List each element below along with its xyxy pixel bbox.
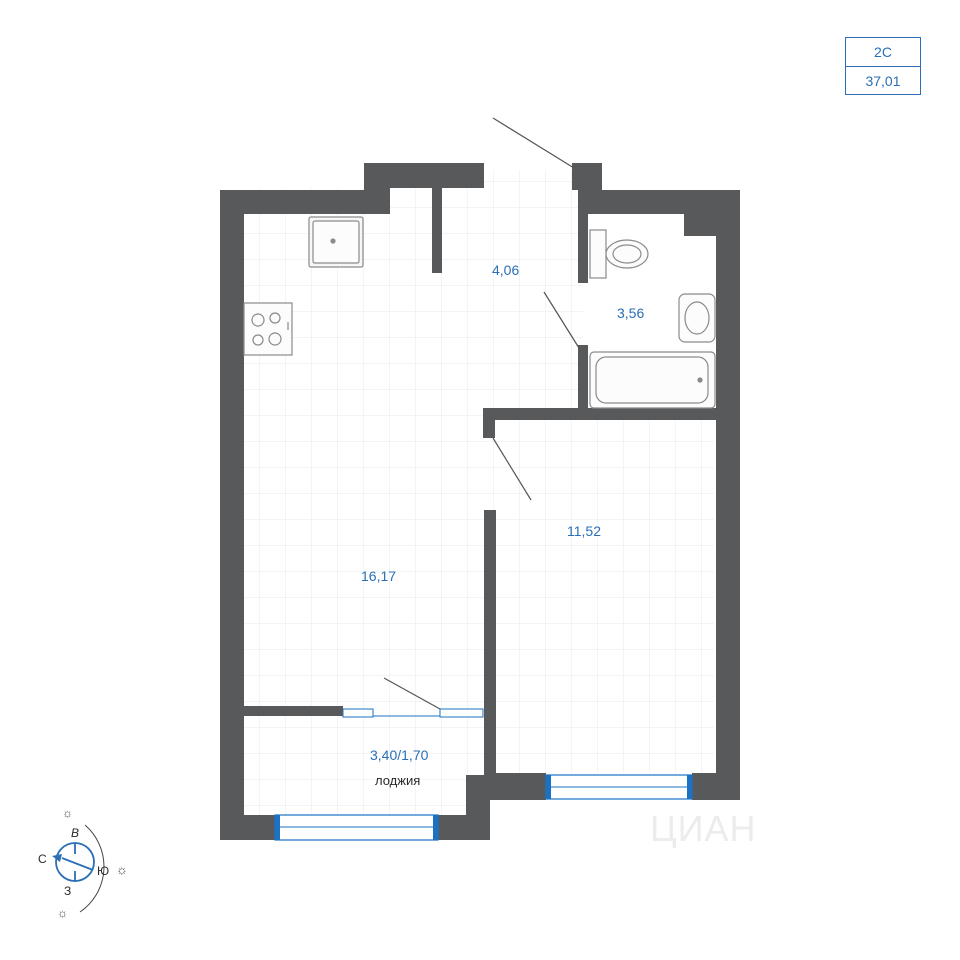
walls	[220, 163, 740, 840]
bedroom-area: 11,52	[567, 523, 601, 539]
sunrise-icon: ☼	[62, 806, 73, 820]
bathroom-area: 3,56	[617, 305, 645, 321]
sunset-icon: ☼	[57, 906, 68, 920]
fixtures	[243, 216, 716, 409]
loggia-label: лоджия	[375, 773, 421, 788]
compass-west-label: З	[64, 884, 72, 898]
hall-area: 4,06	[492, 262, 520, 278]
kitchen-living-area: 16,17	[361, 568, 397, 584]
sun-icon: ☼	[116, 862, 128, 877]
windows	[274, 708, 693, 841]
apartment-total-area: 37,01	[865, 73, 901, 89]
compass	[52, 824, 105, 913]
apartment-badge: 2С 37,01	[845, 37, 921, 95]
cian-watermark: ЦИАН	[650, 808, 757, 849]
floor-tiles	[243, 170, 714, 818]
apartment-type: 2С	[846, 38, 920, 67]
compass-south-label: Ю	[97, 864, 110, 878]
loggia-area: 3,40/1,70	[370, 747, 429, 763]
door-swings	[383, 117, 580, 710]
compass-north-label: С	[38, 852, 47, 866]
compass-east-label: В	[71, 826, 80, 840]
